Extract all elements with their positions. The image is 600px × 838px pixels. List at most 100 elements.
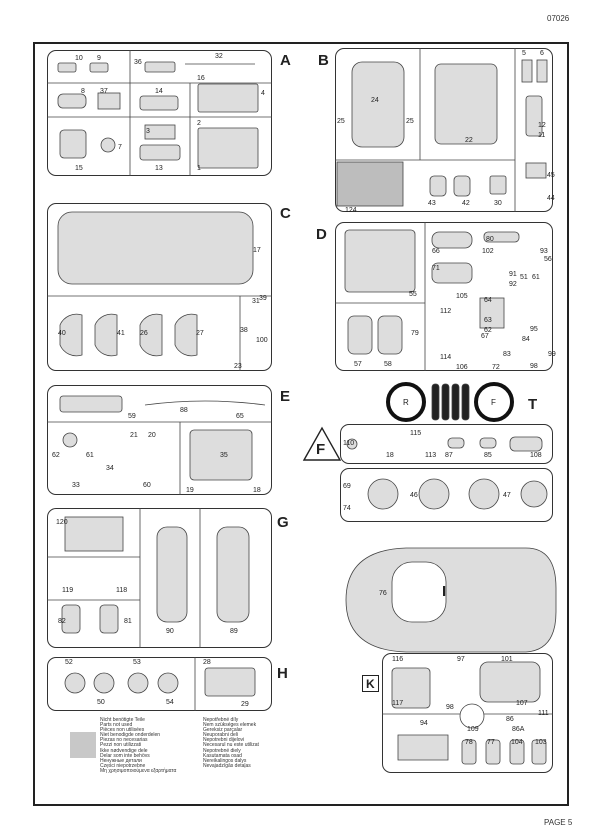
part-number: 66	[432, 248, 440, 255]
page-number: PAGE 5	[544, 818, 573, 827]
part-number: 27	[196, 330, 204, 337]
part-number: 18	[386, 452, 394, 459]
part-number: 2	[197, 120, 201, 127]
part-number: 58	[384, 361, 392, 368]
part-number: 55	[409, 291, 417, 298]
legend-line: Neuporabni deli	[203, 732, 239, 739]
part-number: 11	[538, 132, 546, 139]
part-number: 72	[492, 364, 500, 371]
part-number: 54	[166, 699, 174, 706]
part-number: 5	[522, 50, 526, 57]
part-number: 120	[56, 519, 68, 526]
part-number: 51	[520, 274, 528, 281]
part-number: 60	[143, 482, 151, 489]
part-number: 107	[516, 700, 528, 707]
legend-line: Pièces non utilisées	[100, 727, 145, 734]
part-number: 99	[548, 351, 556, 358]
part-number: 39	[259, 295, 267, 302]
part-number: 91	[509, 271, 517, 278]
part-number: 105	[456, 293, 468, 300]
part-number: 52	[65, 659, 73, 666]
part-number: 90	[166, 628, 174, 635]
legend-line: Μη χρησιμοποιούμενα εξαρτήματα	[100, 767, 177, 774]
part-number: 13	[155, 165, 163, 172]
sprue-letter-g: G	[277, 514, 289, 531]
part-number: 3	[146, 128, 150, 135]
part-number: 19	[186, 487, 194, 494]
part-number: 81	[124, 618, 132, 625]
part-number: 44	[547, 195, 555, 202]
part-number: 112	[440, 308, 452, 315]
legend-line: Nepotrebni dijelovi	[203, 737, 245, 744]
legend-line: Części niepotrzebne	[100, 762, 146, 769]
part-number: 79	[411, 330, 419, 337]
part-number: 15	[75, 165, 83, 172]
part-number: 12	[538, 122, 546, 129]
part-number: 25	[406, 118, 414, 125]
part-number: 114	[440, 354, 452, 361]
sprue-letter-b: B	[318, 52, 329, 69]
part-number: 50	[97, 699, 105, 706]
part-number: 17	[253, 247, 261, 254]
part-number: 94	[420, 720, 428, 727]
part-number: 83	[503, 351, 511, 358]
sprue-letter-a: A	[280, 52, 291, 69]
sprue-letter-f: F	[316, 441, 326, 458]
part-number: 34	[106, 465, 114, 472]
part-number: 22	[465, 137, 473, 144]
part-number: 7	[118, 144, 122, 151]
part-number: 30	[494, 200, 502, 207]
part-number: 61	[86, 452, 94, 459]
sprue-letter-t: T	[528, 396, 538, 413]
part-number: 104	[511, 739, 523, 746]
part-number: 80	[486, 236, 494, 243]
part-number: 85	[484, 452, 492, 459]
part-number: 95	[530, 326, 538, 333]
part-number: 110	[343, 440, 355, 447]
part-number: 111	[538, 710, 549, 717]
part-number: 62	[52, 452, 60, 459]
part-number: 10	[75, 55, 83, 62]
legend-line: Pezzi non utilizzati	[100, 742, 142, 749]
part-number: 53	[133, 659, 141, 666]
part-number: 18	[253, 487, 261, 494]
part-number: 23	[234, 363, 242, 370]
legend-line: Nem szükséges elemek	[203, 722, 257, 729]
part-number: 117	[392, 700, 404, 707]
part-number: 78	[465, 739, 473, 746]
part-number: 4	[261, 90, 265, 97]
part-number: 116	[392, 656, 404, 663]
part-number: 113	[425, 452, 437, 459]
part-number: 42	[462, 200, 470, 207]
part-number: 76	[379, 590, 387, 597]
part-number: 103	[535, 739, 547, 746]
part-number: 32	[215, 53, 223, 60]
legend-line: Nereikalingos dalys	[203, 757, 247, 764]
sprue-letter-k-box: K	[362, 675, 379, 692]
legend-line: Necesarul nu este utilizat	[203, 742, 259, 749]
part-number: 47	[503, 492, 511, 499]
part-number: 25	[337, 118, 345, 125]
part-number: 106	[456, 364, 468, 371]
part-number: 61	[532, 274, 540, 281]
unused-parts-legend: Nicht benötigte Teile Parts not used Piè…	[100, 717, 300, 774]
part-number: 84	[522, 336, 530, 343]
sprue-letter-d: D	[316, 226, 327, 243]
part-number: 9	[97, 55, 101, 62]
part-number: 36	[134, 59, 142, 66]
legend-line: Ikke nødvendige dele	[100, 747, 148, 754]
part-number: 89	[230, 628, 238, 635]
part-number: 86	[506, 716, 514, 723]
part-number: 29	[241, 701, 249, 708]
part-number: 35	[220, 452, 228, 459]
legend-line: Nepotrebné diely	[203, 747, 241, 754]
part-number: 65	[236, 413, 244, 420]
part-number: 31	[252, 298, 260, 305]
part-number: 56	[544, 256, 552, 263]
legend-line: Nevajadzīgās detaļas	[203, 762, 251, 769]
legend-line: Gereksiz parçalar	[203, 727, 243, 734]
part-number: 109	[467, 726, 479, 733]
document-code: 07026	[547, 14, 570, 23]
legend-line: Nicht benötigte Teile	[100, 717, 145, 723]
sprue-letter-h: H	[277, 665, 288, 682]
